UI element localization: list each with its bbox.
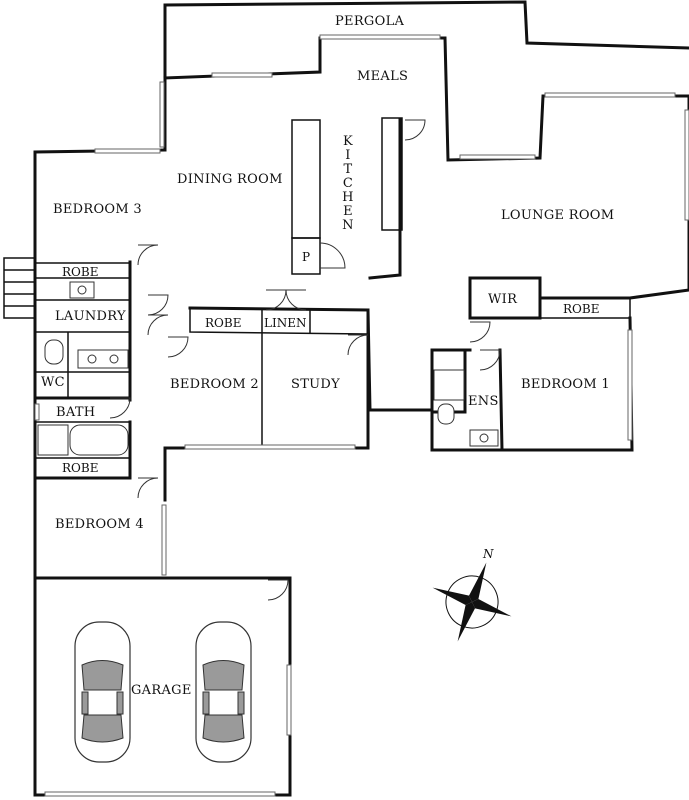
label-pergola: PERGOLA (335, 14, 405, 29)
label-laundry: LAUNDRY (55, 309, 126, 324)
label-robe-bed2: ROBE (205, 316, 241, 330)
label-linen: LINEN (264, 316, 306, 330)
label-bedroom-1: BEDROOM 1 (521, 377, 610, 392)
label-bedroom-2: BEDROOM 2 (170, 377, 259, 392)
car-right (195, 621, 252, 763)
shower-bath (37, 424, 69, 456)
toilet-wc (44, 339, 64, 365)
label-garage: GARAGE (131, 683, 192, 698)
toilet-ensuite (437, 403, 455, 425)
label-bedroom-4: BEDROOM 4 (55, 517, 144, 532)
label-bath: BATH (56, 405, 95, 420)
vanity (77, 349, 129, 369)
label-study: STUDY (291, 377, 340, 392)
label-robe-bed1: ROBE (563, 302, 599, 316)
label-wir: WIR (488, 292, 518, 307)
car-left (74, 621, 131, 763)
label-bedroom-3: BEDROOM 3 (53, 202, 142, 217)
windows (34, 34, 689, 797)
label-pantry: P (302, 250, 310, 264)
bathtub (69, 424, 129, 456)
shower-ensuite (433, 369, 465, 401)
compass-icon (432, 562, 512, 642)
label-dining-room: DINING ROOM (177, 172, 283, 187)
label-wc: WC (41, 375, 65, 390)
label-robe-bed3: ROBE (62, 265, 98, 279)
compass-north-label: N (482, 547, 494, 561)
label-robe-bed4: ROBE (62, 461, 98, 475)
fixtures (37, 281, 499, 456)
doors (109, 119, 501, 601)
label-ens: ENS (468, 394, 499, 409)
label-meals: MEALS (357, 69, 408, 84)
room-labels: PERGOLA MEALS DINING ROOM LOUNGE ROOM BE… (41, 14, 614, 698)
label-lounge-room: LOUNGE ROOM (501, 208, 614, 223)
